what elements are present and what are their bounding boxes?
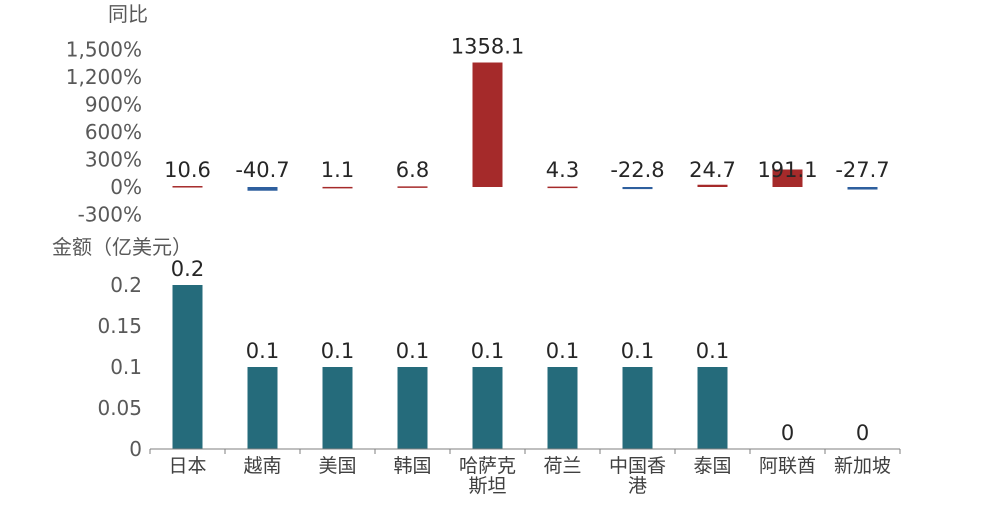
amount-data-label: 0 [856, 421, 869, 445]
amount-bar [472, 367, 503, 449]
category-label: 美国 [318, 455, 356, 477]
yoy-bar [172, 186, 203, 188]
yoy-bar [847, 187, 878, 190]
category-label: 韩国 [393, 455, 431, 477]
category-label: 阿联酋 [759, 455, 816, 477]
yoy-tick-label: 600% [85, 120, 142, 144]
yoy-tick-label: 1,500% [66, 38, 142, 62]
yoy-bar [622, 187, 653, 190]
amount-bar [547, 367, 578, 449]
amount-data-label: 0.1 [546, 339, 579, 363]
amount-data-label: 0 [781, 421, 794, 445]
yoy-bar [247, 187, 278, 191]
category-label: 越南 [243, 455, 281, 477]
yoy-data-label: 4.3 [546, 158, 579, 182]
amount-tick-label: 0.2 [110, 273, 142, 297]
amount-data-label: 0.1 [246, 339, 279, 363]
yoy-tick-label: 1,200% [66, 65, 142, 89]
amount-data-label: 0.1 [621, 339, 654, 363]
yoy-bar [397, 186, 428, 188]
amount-data-label: 0.2 [171, 257, 204, 281]
yoy-tick-label: 300% [85, 148, 142, 172]
yoy-tick-label: 900% [85, 93, 142, 117]
category-label: 新加坡 [834, 455, 891, 477]
amount-axis-title: 金额（亿美元） [52, 235, 192, 259]
amount-tick-label: 0 [129, 437, 142, 461]
yoy-data-label: -22.8 [610, 158, 664, 182]
category-label: 港 [628, 475, 647, 497]
yoy-data-label: 191.1 [757, 158, 817, 182]
yoy-tick-label: 0% [110, 175, 142, 199]
amount-tick-label: 0.05 [97, 396, 142, 420]
yoy-data-label: -27.7 [835, 158, 889, 182]
category-label: 荷兰 [543, 455, 581, 477]
yoy-bar [697, 184, 728, 187]
yoy-bar [772, 169, 803, 187]
yoy-data-label: 1.1 [321, 158, 354, 182]
yoy-data-label: 6.8 [396, 158, 429, 182]
amount-bar [322, 367, 353, 449]
amount-bar [697, 367, 728, 449]
yoy-data-label: -40.7 [235, 158, 289, 182]
amount-tick-label: 0.1 [110, 355, 142, 379]
yoy-data-label: 10.6 [164, 158, 211, 182]
amount-tick-label: 0.15 [97, 314, 142, 338]
amount-bar [247, 367, 278, 449]
yoy-bar [547, 186, 578, 189]
yoy-bar [472, 62, 503, 187]
yoy-chart: 同比 -300% 0% 300% 600% 900% 1,200% 1,500% 10.6 -4… [66, 2, 890, 227]
amount-data-label: 0.1 [321, 339, 354, 363]
amount-data-label: 0.1 [396, 339, 429, 363]
amount-data-label: 0.1 [696, 339, 729, 363]
yoy-data-label: 24.7 [689, 158, 736, 182]
category-label: 哈萨克 [459, 455, 516, 477]
yoy-axis-title: 同比 [108, 2, 148, 26]
amount-data-label: 0.1 [471, 339, 504, 363]
yoy-bar [322, 186, 353, 189]
yoy-data-label: 1358.1 [451, 35, 524, 59]
amount-bar [622, 367, 653, 449]
yoy-tick-label: -300% [78, 203, 142, 227]
amount-bar [397, 367, 428, 449]
category-label: 斯坦 [468, 475, 506, 497]
category-label: 中国香 [609, 455, 666, 477]
amount-chart: 金额（亿美元） 0 0.05 0.1 0.15 0.2 0.2 0.1 0.1 0.1 0.1 0.… [52, 235, 901, 497]
category-label: 泰国 [693, 455, 731, 477]
category-label: 日本 [168, 455, 206, 477]
amount-bar [172, 285, 203, 449]
